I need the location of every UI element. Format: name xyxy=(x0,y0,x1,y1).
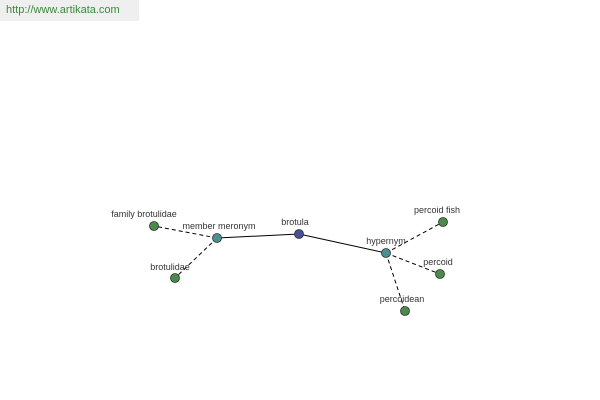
edge-member-meronym-family-brotulidae xyxy=(153,225,218,239)
node-label-percoidean: percoidean xyxy=(380,294,425,304)
node-label-hypernym: hypernym xyxy=(366,236,406,246)
node-label-percoid-fish: percoid fish xyxy=(414,205,460,215)
edge-brotula-hypernym xyxy=(298,233,387,254)
edges-layer xyxy=(153,221,444,312)
node-hypernym[interactable]: hypernym xyxy=(366,236,406,258)
node-dot-percoid-fish[interactable] xyxy=(438,217,448,227)
edge-hypernym-percoid xyxy=(385,252,441,275)
node-dot-family-brotulidae[interactable] xyxy=(149,221,159,231)
edge-member-meronym-brotulidae xyxy=(174,237,218,279)
node-brotula[interactable]: brotula xyxy=(281,217,309,239)
node-brotulidae[interactable]: brotulidae xyxy=(150,262,190,283)
edge-brotula-member-meronym xyxy=(216,233,300,239)
node-dot-brotula[interactable] xyxy=(294,229,304,239)
edge-hypernym-percoidean xyxy=(385,252,406,312)
node-dot-member-meronym[interactable] xyxy=(212,233,222,243)
node-member-meronym[interactable]: member meronym xyxy=(182,221,256,243)
node-dot-percoid[interactable] xyxy=(435,269,445,279)
node-label-family-brotulidae: family brotulidae xyxy=(111,209,177,219)
node-family-brotulidae[interactable]: family brotulidae xyxy=(111,209,177,231)
node-dot-hypernym[interactable] xyxy=(381,248,391,258)
url-bar: http://www.artikata.com xyxy=(0,0,139,21)
site-url-link[interactable]: http://www.artikata.com xyxy=(6,4,120,16)
node-label-brotula: brotula xyxy=(281,217,309,227)
node-percoid[interactable]: percoid xyxy=(423,257,453,279)
node-dot-brotulidae[interactable] xyxy=(170,273,180,283)
node-percoid-fish[interactable]: percoid fish xyxy=(414,205,460,227)
node-percoidean[interactable]: percoidean xyxy=(380,294,425,316)
node-dot-percoidean[interactable] xyxy=(400,306,410,316)
nodes-layer: brotula member meronym hypernym family brot… xyxy=(111,205,460,316)
node-label-percoid: percoid xyxy=(423,257,453,267)
node-label-member-meronym: member meronym xyxy=(182,221,255,231)
edge-hypernym-percoid-fish xyxy=(385,221,444,254)
node-label-brotulidae: brotulidae xyxy=(150,262,190,272)
